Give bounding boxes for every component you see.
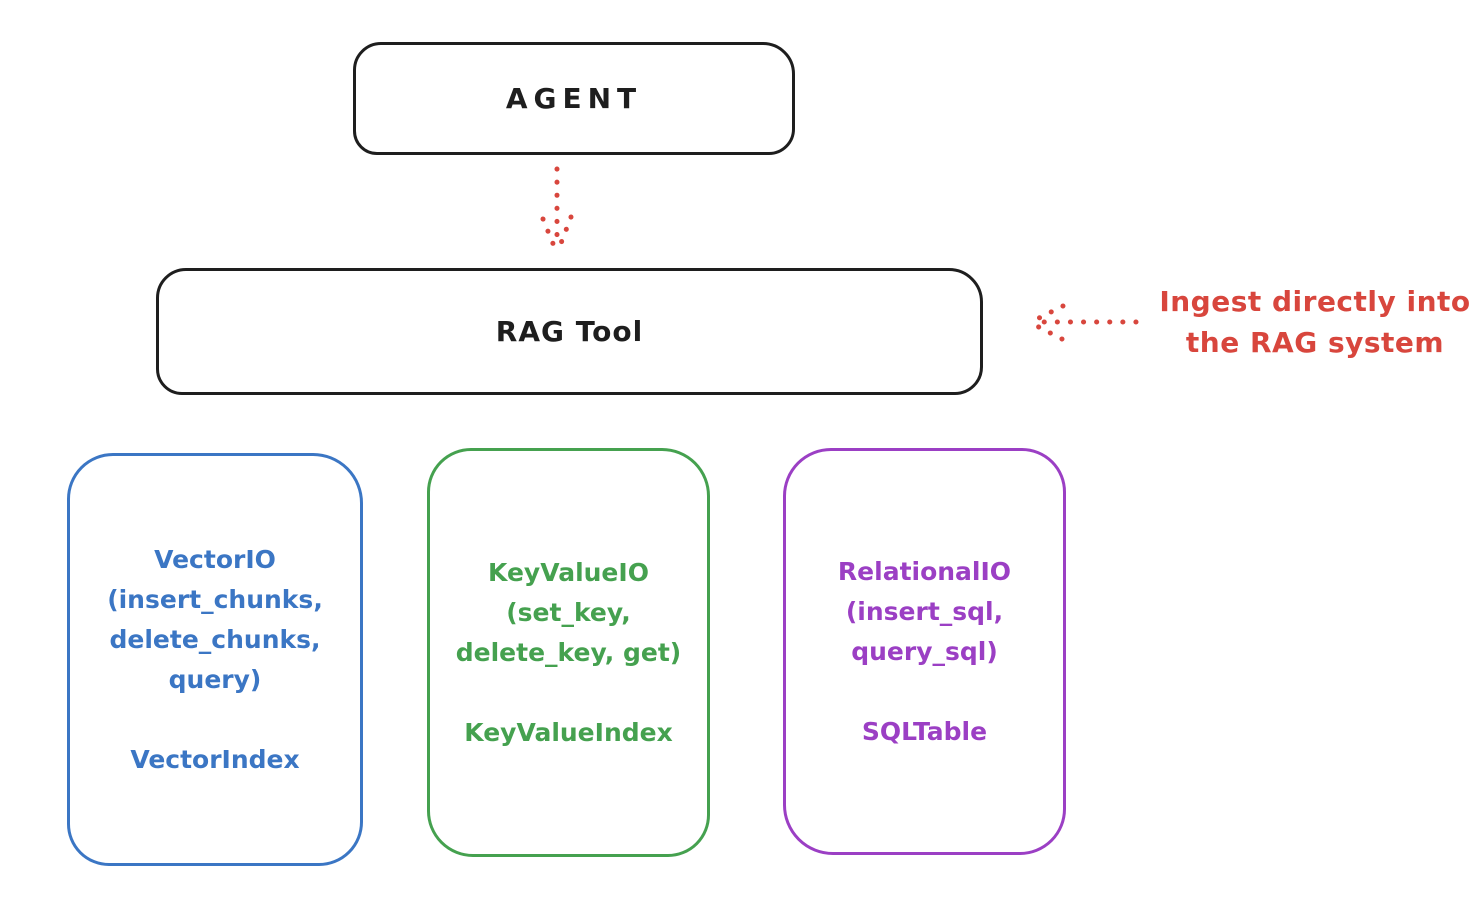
- agent-label: AGENT: [505, 82, 643, 115]
- ingest-annotation: Ingest directly into the RAG system: [1140, 281, 1484, 363]
- agent-node: AGENT: [353, 42, 795, 155]
- sql-table-label: SQLTable: [861, 716, 988, 746]
- ingest-annotation-line1: Ingest directly into: [1159, 285, 1471, 318]
- keyvalue-io-line: delete_key, get): [455, 637, 682, 667]
- keyvalue-io-line: KeyValueIO: [488, 557, 649, 587]
- vector-index-label: VectorIndex: [130, 744, 300, 774]
- rag-tool-label: RAG Tool: [495, 315, 644, 348]
- vector-io-node: VectorIO (insert_chunks, delete_chunks, …: [67, 453, 363, 866]
- vector-io-line: VectorIO: [154, 544, 276, 574]
- vector-io-line: delete_chunks,: [109, 624, 321, 654]
- relational-io-lines: RelationalIO (insert_sql, query_sql): [838, 552, 1011, 672]
- keyvalue-index-label: KeyValueIndex: [464, 717, 673, 747]
- arrow-agent-to-rag-icon: [540, 166, 574, 254]
- relational-io-line: (insert_sql,: [845, 596, 1004, 626]
- relational-io-node: RelationalIO (insert_sql, query_sql) SQL…: [783, 448, 1066, 855]
- relational-io-line: query_sql): [851, 636, 998, 666]
- ingest-annotation-line2: the RAG system: [1185, 326, 1445, 359]
- keyvalue-io-line: (set_key,: [506, 597, 631, 627]
- rag-tool-node: RAG Tool: [156, 268, 983, 395]
- keyvalue-io-lines: KeyValueIO (set_key, delete_key, get): [456, 553, 681, 673]
- arrow-ingest-into-rag-icon: [1028, 303, 1139, 342]
- vector-io-line: (insert_chunks,: [107, 584, 323, 614]
- vector-io-line: query): [168, 664, 262, 694]
- vector-io-lines: VectorIO (insert_chunks, delete_chunks, …: [107, 540, 323, 700]
- relational-io-line: RelationalIO: [837, 556, 1012, 586]
- keyvalue-io-node: KeyValueIO (set_key, delete_key, get) Ke…: [427, 448, 710, 857]
